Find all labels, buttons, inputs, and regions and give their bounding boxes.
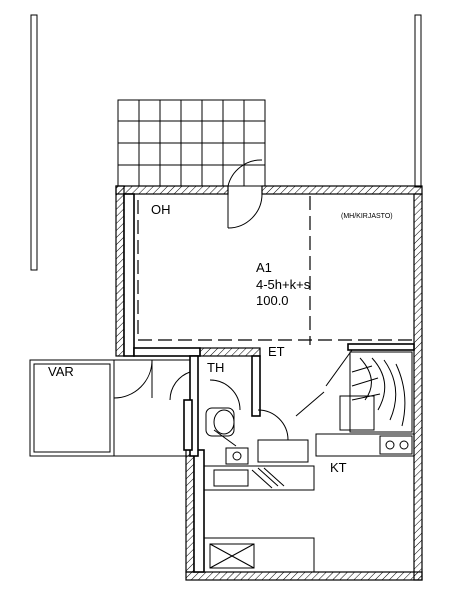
terrace-door: [227, 159, 263, 229]
kitchen-counters: [203, 433, 415, 573]
interior-walls: [133, 343, 415, 457]
apartment-area: 100.0: [256, 293, 289, 308]
room-label-th: TH: [207, 360, 224, 375]
hall-details: [295, 349, 353, 417]
storage-var: [29, 359, 191, 457]
bathroom-fixtures: [205, 379, 309, 465]
room-label-var: VAR: [48, 364, 74, 379]
room-label-oh: OH: [151, 202, 171, 217]
apartment-layout: 4-5h+k+s: [256, 277, 311, 292]
terrace-grid: [117, 99, 266, 187]
staircase: [339, 351, 413, 433]
room-label-mh-kirjasto: (MH/KIRJASTO): [341, 213, 393, 220]
exterior-walls: [115, 185, 423, 581]
room-label-et: ET: [268, 344, 285, 359]
dashed-partitions: [137, 196, 414, 345]
room-label-kt: KT: [330, 460, 347, 475]
apartment-id: A1: [256, 260, 272, 275]
